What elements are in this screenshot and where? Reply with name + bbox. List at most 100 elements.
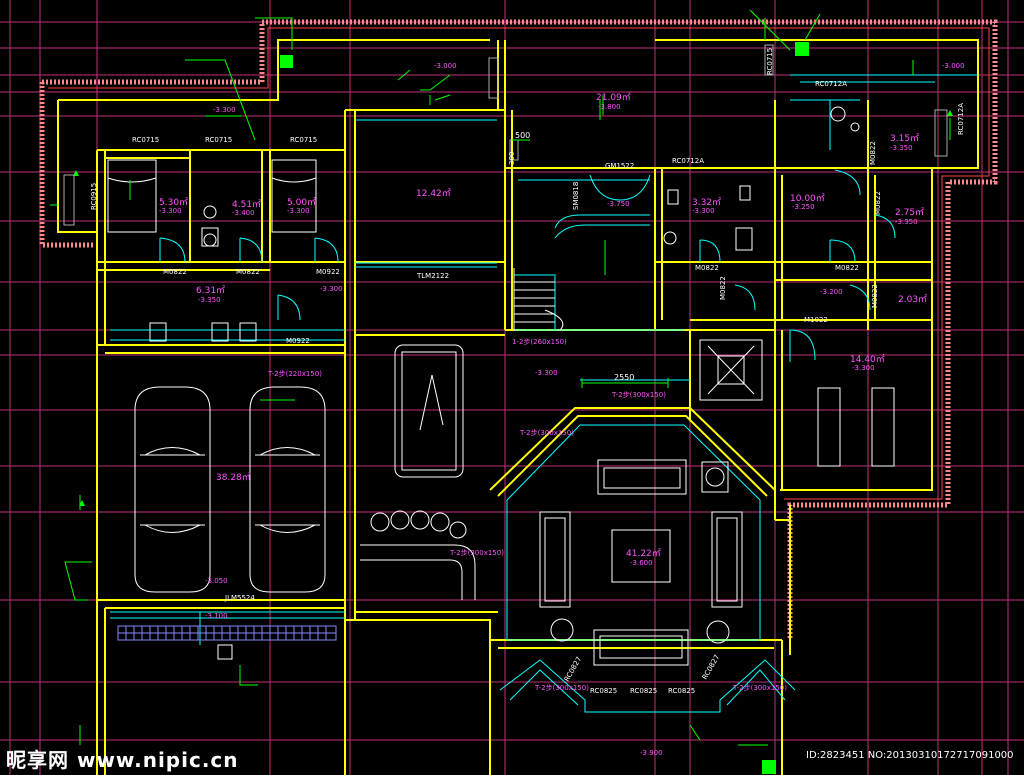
elev-3200: -3.200 [820, 288, 843, 296]
room-area: 5.00㎡ [287, 197, 316, 208]
room-label-equip: 21.09㎡ -3.800 [596, 92, 631, 111]
room-elevation: -3.300 [535, 369, 558, 377]
code-rc0712b: RC0712A [815, 80, 847, 88]
elev-3300a: -3.300 [320, 285, 343, 293]
room-elevation: -3.800 [598, 103, 621, 111]
retaining-wall [39, 19, 998, 640]
elevator-shaft [699, 339, 763, 401]
elev-3300b: -3.300 [213, 106, 236, 114]
code-rc0712v: RC0712A [957, 103, 965, 135]
code-rc0825a: RC0825 [590, 687, 617, 695]
windows [63, 44, 948, 226]
code-rc0827b: RC0827 [701, 653, 722, 681]
room-elevation: -3.300 [287, 207, 310, 215]
grille-ticks [125, 626, 327, 640]
code-rc0715v: RC0715 [766, 48, 774, 75]
room-label-store1: 3.15㎡ -3.350 [890, 133, 919, 152]
room-elevation: -3.300 [692, 207, 715, 215]
room-label-laundry: 6.31㎡ -3.350 [196, 285, 225, 304]
room-label-garage: 38.28㎡ [216, 472, 251, 483]
code-m0822f: M0822 [871, 284, 879, 308]
room-area: 3.15㎡ [890, 133, 919, 144]
room-label-hall: 12.42㎡ [416, 188, 451, 199]
leader-lines [50, 9, 951, 746]
room-label-billiard: -3.300 [535, 369, 558, 377]
code-m0822a: M0822 [163, 268, 187, 276]
room-area: 6.31㎡ [196, 285, 225, 296]
code-sm0818: SM0818 [572, 182, 580, 210]
dimension-2550 [581, 378, 669, 388]
room-area: 38.28㎡ [216, 472, 251, 483]
billiard-table [394, 344, 464, 478]
code-rc0715c: RC0715 [290, 136, 317, 144]
code-m0822e: M0822 [869, 141, 877, 165]
coffee-table [611, 529, 671, 583]
room-area: 5.30㎡ [159, 197, 188, 208]
car-left [134, 386, 211, 593]
step-s5: T-2步(300x150) [449, 549, 504, 557]
step-s1: 1-2步(260x150) [512, 338, 567, 346]
sofa-left [539, 511, 571, 608]
room-label-gym: 14.40㎡ -3.300 [850, 354, 885, 372]
car-right [249, 386, 326, 593]
code-m0922: M0922 [316, 268, 340, 276]
code-tlm2122: TLM2122 [416, 272, 449, 280]
sofa-top [597, 459, 687, 495]
elev-3000b: -3.000 [942, 62, 965, 70]
elev-3050: -3.050 [205, 577, 228, 585]
room-area: 41.22㎡ [626, 548, 661, 559]
watermark: 昵享网 www.nipic.cn [6, 744, 239, 773]
main-walls [57, 39, 979, 775]
room-elevation: -3.350 [890, 144, 913, 152]
watermark-brand: 昵享网 [6, 748, 69, 772]
elev-3100: -3.100 [205, 612, 228, 620]
image-id: ID:2823451 NO:20130310172717091000 [806, 750, 1014, 761]
code-rc0825c: RC0825 [668, 687, 695, 695]
room-area: 10.00㎡ [790, 193, 825, 204]
room-elevation: -3.400 [232, 209, 255, 217]
code-rc0915: RC0915 [90, 183, 98, 210]
step-labels: 1-2步(260x150) T-2步(220x150) T-2步(300x150… [267, 338, 787, 692]
code-m0822d: M0822 [835, 264, 859, 272]
step-s3: T-2步(300x150) [611, 391, 666, 399]
dim-2550: 2550 [614, 373, 634, 382]
room-area: 4.51㎡ [232, 199, 261, 210]
elev-3000a: -3.000 [434, 62, 457, 70]
room-elevation: -3.600 [630, 559, 653, 567]
code-m0822w: M0822 [874, 191, 882, 215]
code-rc0715b: RC0715 [205, 136, 232, 144]
room-area: 12.42㎡ [416, 188, 451, 199]
dim-500: 500 [515, 131, 530, 140]
code-jlm5524: JLM5524 [224, 594, 255, 602]
code-m1022: M1022 [804, 316, 828, 324]
room-label-store3: 2.03㎡ [898, 294, 927, 305]
dim-300: 300 [508, 152, 516, 165]
code-rc0825b: RC0825 [630, 687, 657, 695]
elev-3750: -3.750 [607, 200, 630, 208]
room-area: 14.40㎡ [850, 354, 885, 365]
sofa-right [711, 511, 743, 608]
step-s2: T-2步(220x150) [267, 370, 322, 378]
room-area: 21.09㎡ [596, 92, 631, 103]
room-area: 3.32㎡ [692, 197, 721, 208]
room-elevation: -3.350 [895, 218, 918, 226]
interior-partitions [110, 74, 978, 713]
code-rc0715a: RC0715 [132, 136, 159, 144]
code-rc0712a: RC0712A [672, 157, 704, 165]
room-elevation: -3.350 [198, 296, 221, 304]
step-s6: T-2步(300x150) [534, 684, 589, 692]
code-m0822b: M0822 [236, 268, 260, 276]
step-s7: T-2步(300x150) [732, 684, 787, 692]
room-elevation: -3.250 [792, 203, 815, 211]
room-elevation: -3.300 [159, 207, 182, 215]
room-area: 2.03㎡ [898, 294, 927, 305]
room-area: 2.75㎡ [895, 207, 924, 218]
room-label-bed1: 5.30㎡ -3.300 [159, 197, 188, 215]
code-m0822c: M0822 [695, 264, 719, 272]
room-label-living: 41.22㎡ -3.600 [626, 548, 661, 567]
elevation-labels: -3.050 -3.100 -3.750 -3.000 -3.000 -3.30… [205, 62, 965, 757]
step-s4: T-2步(300x150) [519, 429, 574, 437]
room-label-store2: 2.75㎡ -3.350 [895, 207, 924, 226]
elev-3900: -3.900 [640, 749, 663, 757]
